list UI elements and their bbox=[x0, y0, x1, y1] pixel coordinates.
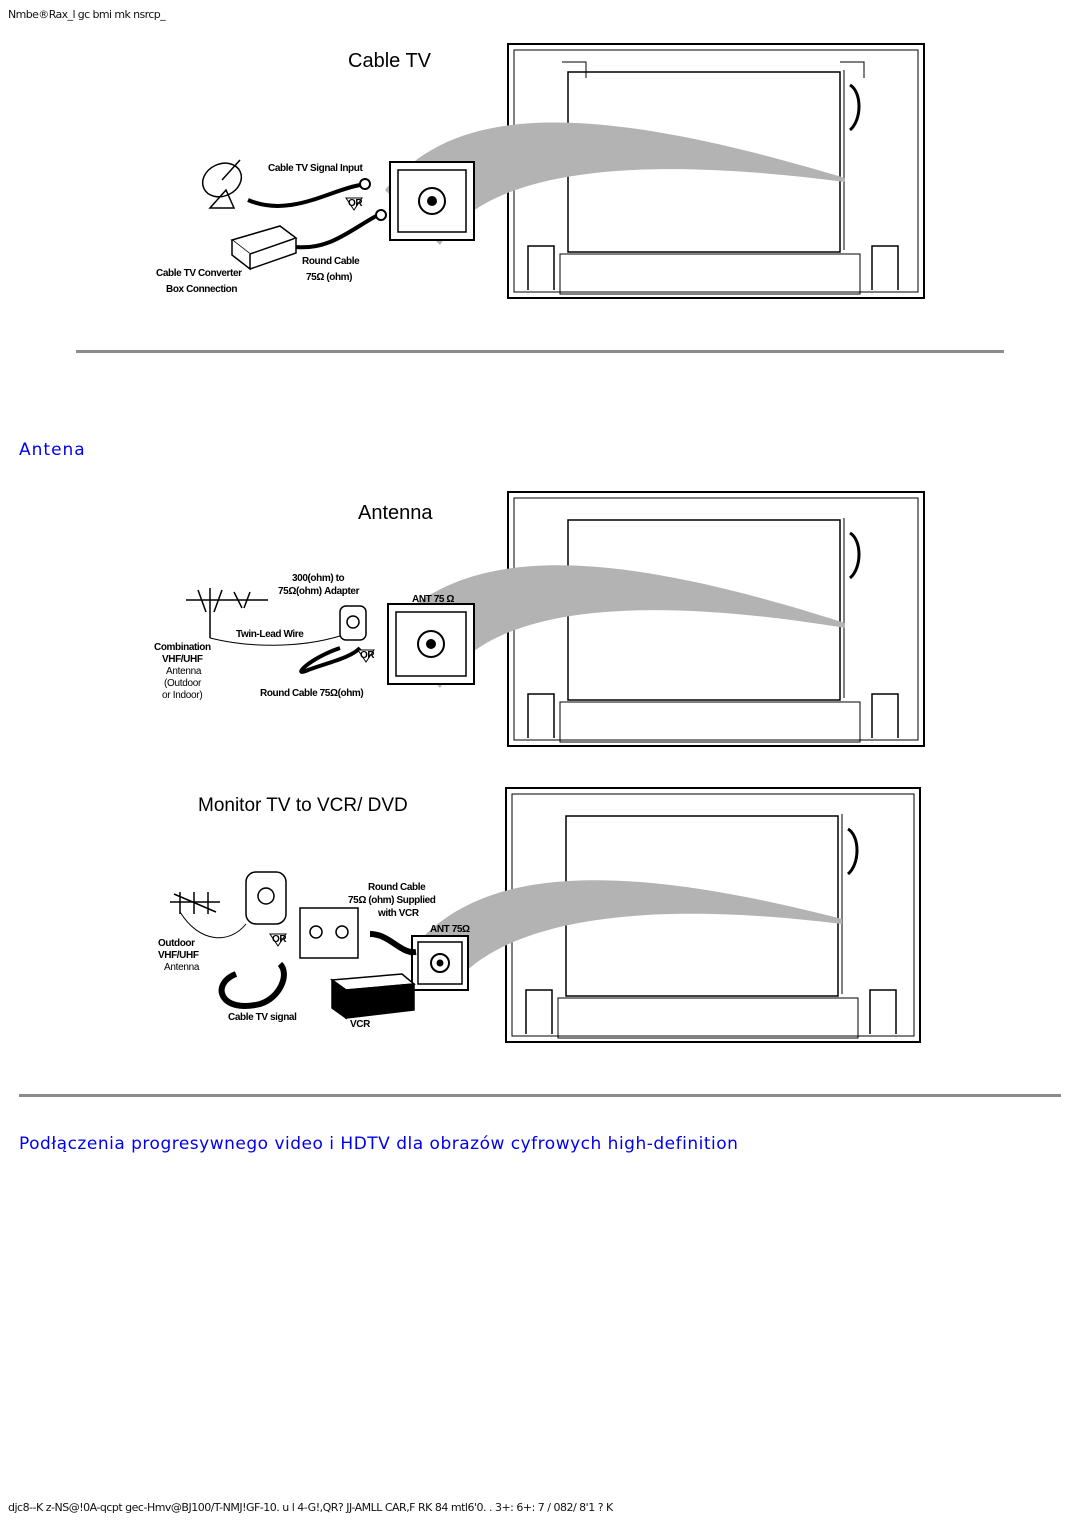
connector-zoom-box bbox=[387, 603, 475, 685]
box-connection-label: Box Connection bbox=[166, 284, 237, 295]
or-label: OR bbox=[272, 934, 287, 945]
zoom-cone bbox=[385, 122, 845, 245]
adapter-icon bbox=[245, 871, 287, 925]
round-cable-label: Round Cable bbox=[302, 256, 360, 267]
converter-box-icon bbox=[230, 225, 298, 271]
connector-zoom-box bbox=[411, 935, 469, 991]
progressive-hdtv-section-link[interactable]: Podłączenia progresywnego video i HDTV d… bbox=[19, 1134, 739, 1154]
vcr-title: Monitor TV to VCR/ DVD bbox=[198, 795, 408, 816]
adapter-label-2: 75Ω(ohm) Adapter bbox=[278, 586, 360, 597]
twin-lead-label: Twin-Lead Wire bbox=[236, 629, 304, 640]
page-footer-text: djc8--K z-NS@!0A-qcpt gec-Hmv@BJ100/T-NM… bbox=[8, 1501, 613, 1514]
or-label: OR bbox=[348, 198, 363, 209]
cable-tv-figure: Cable TV bbox=[150, 40, 930, 310]
satellite-dish-icon bbox=[201, 159, 243, 209]
zoom-cone bbox=[408, 880, 842, 989]
ohm-label: 75Ω (ohm) bbox=[306, 272, 352, 283]
indoor-label: or Indoor) bbox=[162, 690, 202, 701]
ant-label: ANT 75 Ω bbox=[412, 594, 454, 605]
converter-label: Cable TV Converter bbox=[156, 268, 242, 279]
zoom-cone bbox=[388, 565, 845, 688]
outdoor-label: Outdoor bbox=[158, 938, 195, 949]
monitor-back-panel bbox=[507, 43, 925, 299]
vhf-uhf-label: VHF/UHF bbox=[158, 950, 199, 961]
vcr-figure: Monitor TV to VCR/ DVD bbox=[150, 784, 930, 1048]
round-cable-label-2: 75Ω (ohm) Supplied bbox=[348, 895, 436, 906]
monitor-back-panel bbox=[507, 491, 925, 747]
vhf-uhf-label: VHF/UHF bbox=[162, 654, 203, 665]
antenna-label: Antenna bbox=[166, 666, 202, 677]
cable-tv-title: Cable TV bbox=[348, 50, 432, 72]
vhf-uhf-antenna-icon bbox=[186, 588, 268, 638]
antenna-label: Antenna bbox=[164, 962, 200, 973]
combination-label: Combination bbox=[154, 642, 211, 653]
ant-label: ANT 75Ω bbox=[430, 924, 470, 935]
vcr-rear-panel-icon bbox=[299, 907, 359, 959]
cable-signal-label: Cable TV signal bbox=[228, 1012, 297, 1023]
divider-rule bbox=[19, 1094, 1061, 1097]
vcr-label: VCR bbox=[350, 1019, 371, 1030]
signal-input-label: Cable TV Signal Input bbox=[268, 163, 363, 174]
round-cable-label: Round Cable 75Ω(ohm) bbox=[260, 688, 363, 699]
adapter-label-1: 300(ohm) to bbox=[292, 573, 345, 584]
page-header-text: Nmbe®Rax_l gc bmi mk nsrcp_ bbox=[8, 8, 166, 21]
antenna-figure: Antenna OR 300(ohm) to bbox=[150, 488, 930, 758]
or-label: OR bbox=[360, 650, 375, 661]
outdoor-antenna-icon bbox=[170, 892, 220, 914]
divider-rule bbox=[76, 350, 1004, 353]
antenna-section-link[interactable]: Antena bbox=[19, 440, 86, 460]
outdoor-label: (Outdoor bbox=[164, 678, 202, 689]
round-cable-label-1: Round Cable bbox=[368, 882, 426, 893]
round-cable-label-3: with VCR bbox=[377, 908, 420, 919]
antenna-title: Antenna bbox=[358, 502, 433, 524]
adapter-icon bbox=[339, 605, 367, 641]
vcr-icon bbox=[329, 973, 416, 1020]
connector-zoom-box bbox=[389, 161, 475, 241]
